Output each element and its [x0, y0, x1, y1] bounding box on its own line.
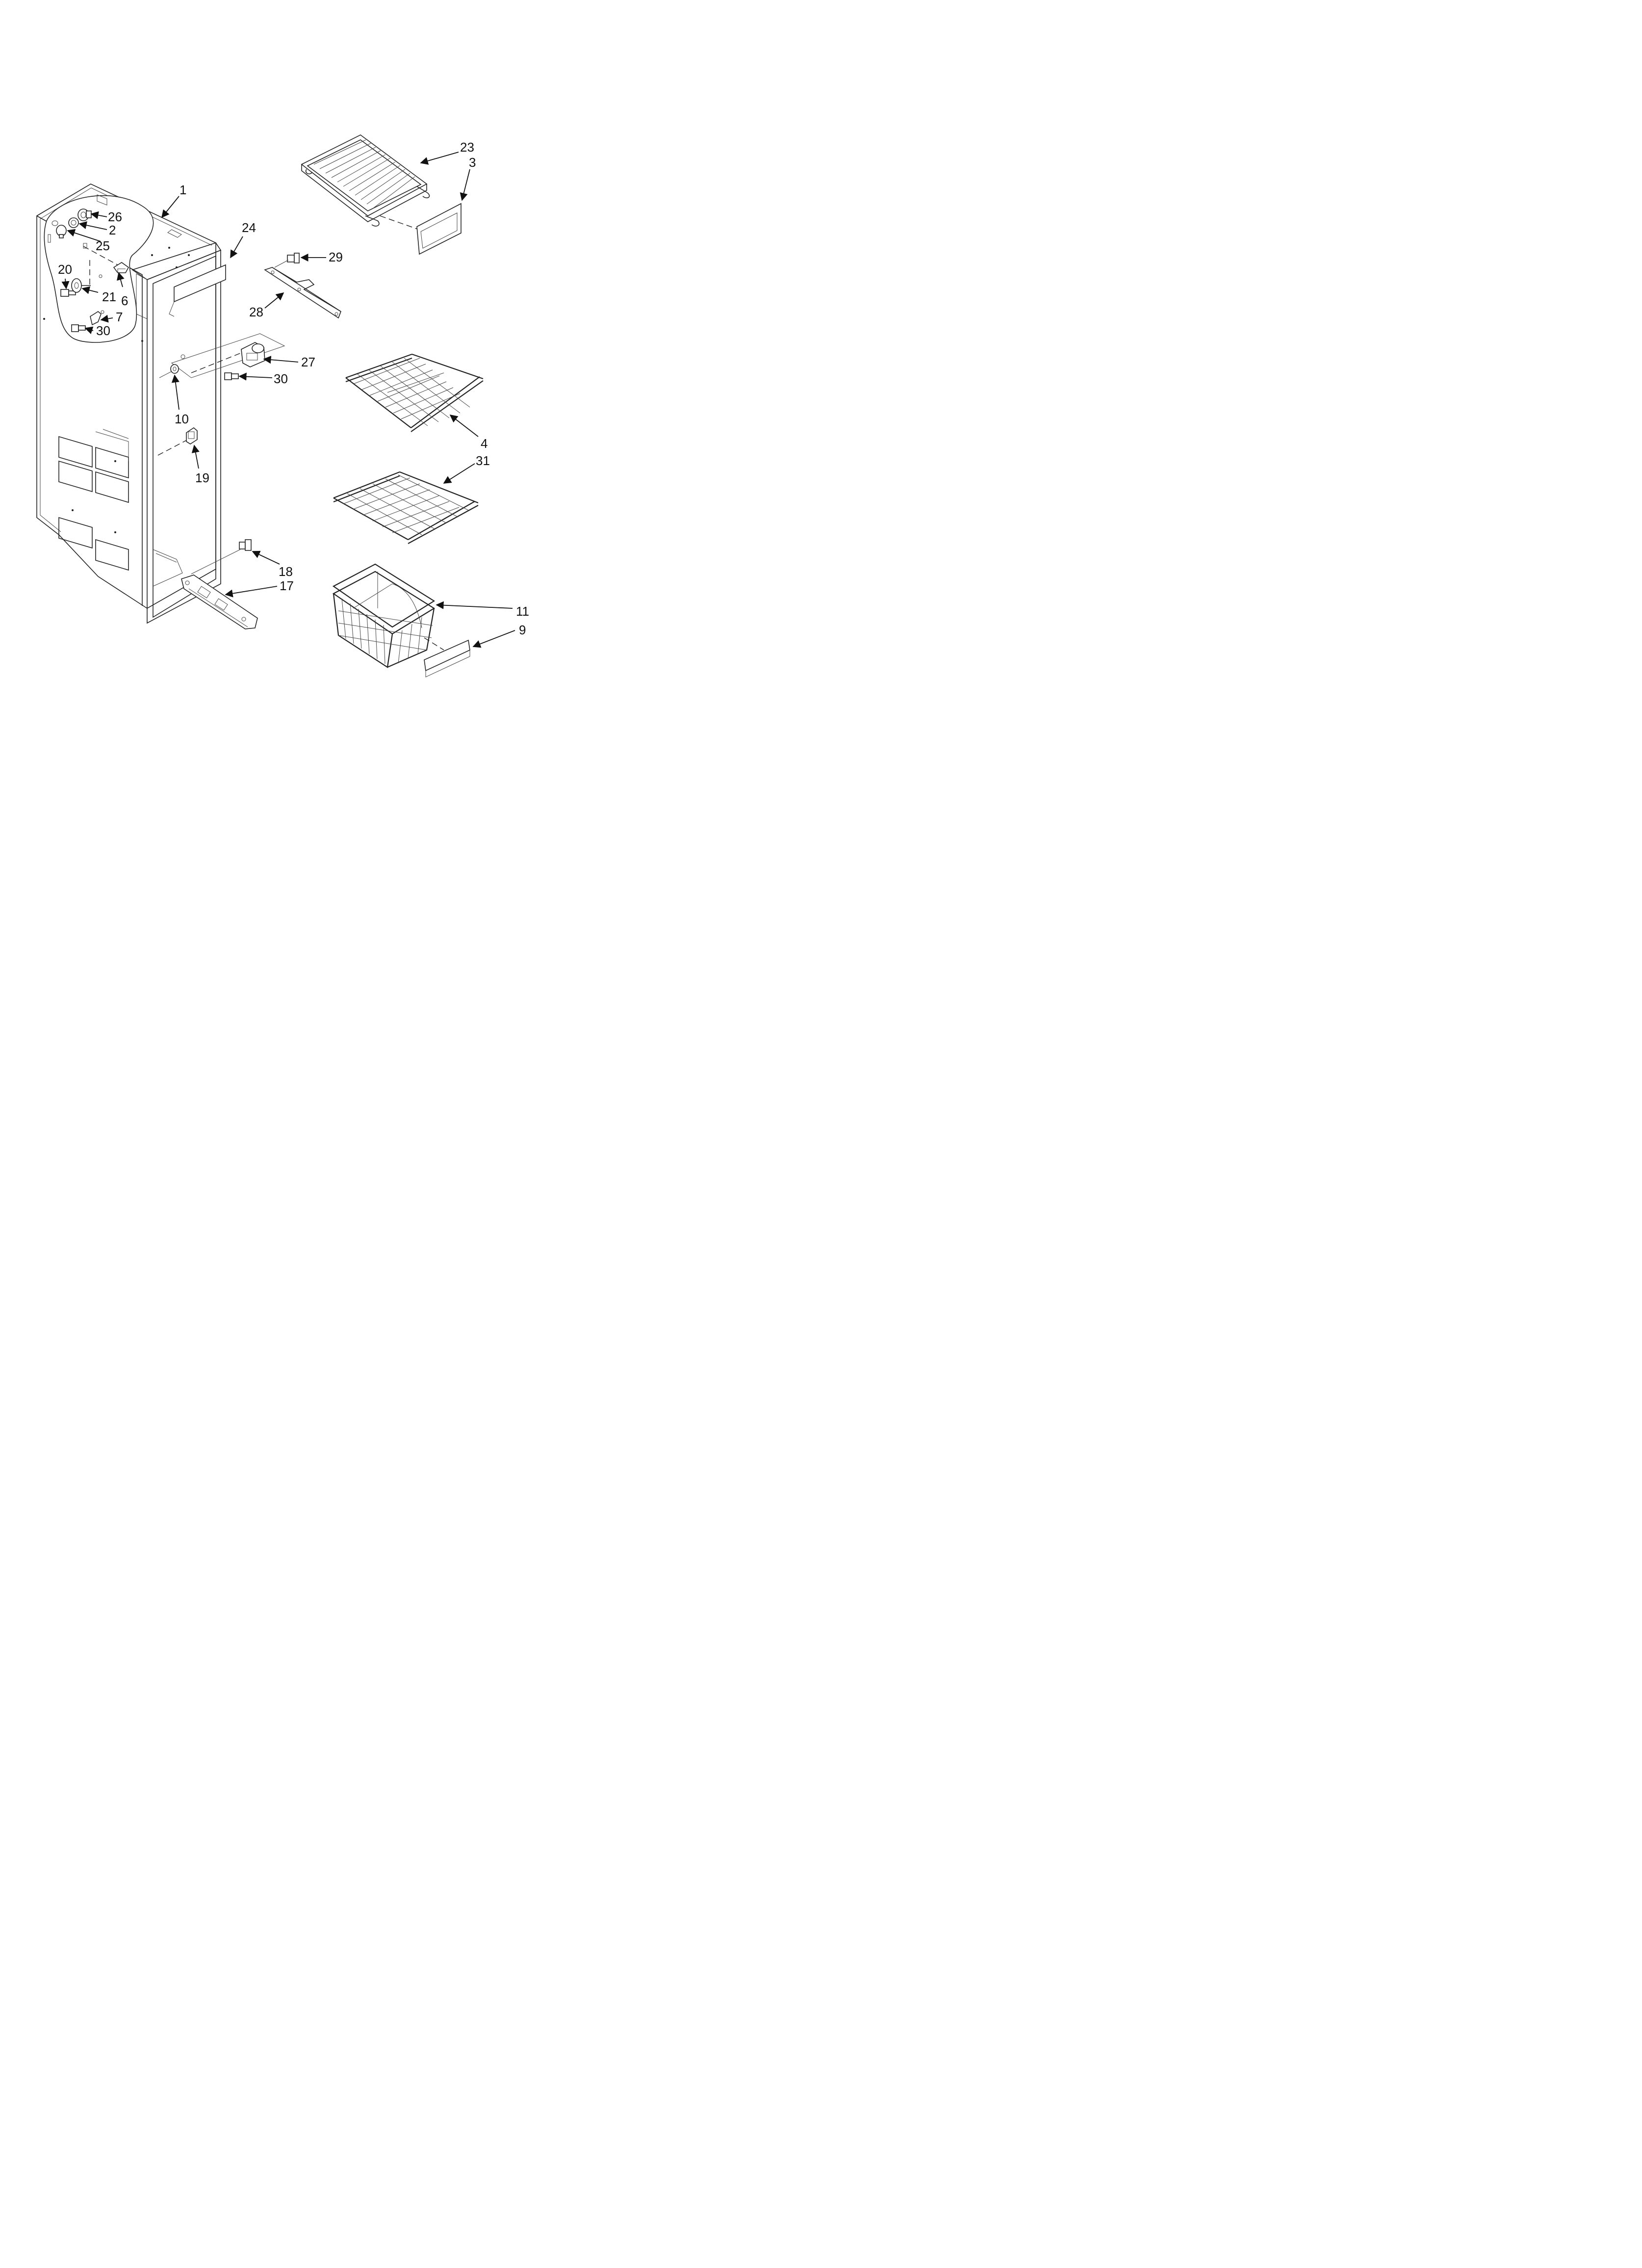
grommet-21 [71, 278, 91, 293]
light-bulb-25 [56, 225, 67, 238]
callout-18: 18 [279, 564, 293, 579]
light-socket-2 [68, 217, 79, 228]
wire-shelf-4 [345, 353, 484, 432]
dash-23-3 [380, 215, 422, 231]
screw-30-right [224, 372, 239, 380]
trim-24 [169, 264, 226, 317]
thermostat-knob-26 [77, 209, 92, 221]
callout-4: 4 [481, 436, 487, 451]
callout-9: 9 [519, 623, 526, 637]
bracket-28 [264, 267, 341, 319]
callout-10: 10 [175, 412, 189, 426]
callout-27: 27 [301, 355, 315, 369]
clip-7 [90, 310, 104, 326]
mount-plate [171, 333, 285, 378]
screw-18 [239, 539, 252, 551]
callout-29: 29 [329, 250, 343, 264]
callout-25: 25 [96, 238, 110, 253]
callout-arrows [61, 152, 515, 648]
callout-31: 31 [476, 453, 490, 468]
callout-2: 2 [109, 223, 116, 237]
callout-labels: 1 26 2 25 20 21 6 7 30 24 23 3 29 28 27 … [58, 140, 529, 637]
callout-28: 28 [249, 305, 263, 319]
parts-diagram: 1 26 2 25 20 21 6 7 30 24 23 3 29 28 27 … [36, 134, 529, 678]
callout-11: 11 [516, 604, 529, 619]
callout-24: 24 [242, 220, 256, 235]
callout-30-right: 30 [274, 371, 288, 386]
switch-19 [186, 427, 198, 444]
screw-29 [287, 253, 300, 263]
callout-1: 1 [180, 182, 186, 197]
shelf-trim-3 [416, 203, 462, 255]
line-10 [159, 370, 173, 378]
plug-10 [170, 364, 179, 374]
bracket-6 [113, 262, 129, 273]
callout-17: 17 [280, 578, 294, 593]
screw-30-left [71, 324, 86, 332]
damper-27 [241, 342, 265, 367]
callout-20: 20 [58, 262, 72, 277]
callout-7: 7 [116, 310, 123, 324]
clip-marker [83, 243, 87, 249]
dash-25-6 [83, 246, 118, 265]
callout-26: 26 [108, 209, 122, 224]
dash-19 [157, 439, 189, 456]
basket-trim-9 [424, 639, 470, 678]
shelf-23 [301, 134, 430, 227]
callout-30-left: 30 [96, 323, 110, 338]
dash-11-9 [424, 637, 444, 651]
callout-23: 23 [460, 140, 474, 155]
callout-6: 6 [121, 293, 128, 308]
screw-20 [60, 289, 76, 297]
line-18-17 [191, 549, 241, 574]
callout-3: 3 [469, 155, 476, 170]
wire-basket-11 [332, 563, 436, 668]
trim-17 [181, 574, 258, 629]
line-29-28 [274, 260, 289, 268]
wire-shelf-31 [333, 471, 479, 544]
callout-21: 21 [102, 289, 116, 304]
callout-19: 19 [195, 470, 209, 485]
